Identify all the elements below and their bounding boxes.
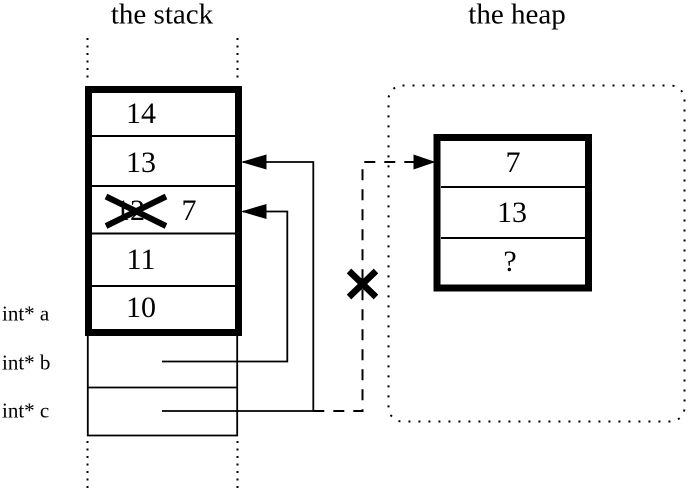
stack-dotted-guides	[86, 38, 239, 489]
invalidated-x-icon	[346, 268, 379, 300]
pointer-label-a: int* a	[2, 301, 50, 326]
stack-cell-dividers	[92, 135, 235, 287]
dangling-pointer-dashed-arrow	[313, 154, 436, 412]
pointer-label-c: int* c	[2, 398, 50, 423]
stack-cell-value: 11	[126, 243, 156, 276]
arrowhead-left-icon	[241, 204, 267, 219]
stack-frame	[85, 86, 242, 336]
pointer-c-arrow	[162, 154, 315, 412]
stack-cell-new-value: 7	[181, 194, 197, 227]
heap-frame	[433, 134, 592, 292]
pointer-slots-frame	[86, 336, 239, 437]
heap-cell-value: 7	[505, 146, 521, 179]
arrowhead-left-icon	[241, 154, 267, 170]
stack-title: the stack	[110, 0, 214, 31]
pointer-b-arrow	[162, 204, 289, 363]
arrowhead-right-icon	[413, 154, 436, 170]
pointer-label-b: int* b	[2, 350, 51, 375]
stack-cell-old-value: 12	[115, 194, 145, 227]
stack-cell-value: 14	[126, 97, 156, 130]
stack-cell-value: 13	[126, 146, 156, 179]
heap-title: the heap	[468, 0, 566, 31]
heap-cell-value: 13	[497, 196, 527, 229]
heap-cell-dividers	[441, 186, 585, 239]
stack-cell-value: 10	[126, 291, 156, 324]
heap-cell-value: ?	[503, 245, 517, 278]
strikethrough-x-icon	[104, 193, 168, 229]
